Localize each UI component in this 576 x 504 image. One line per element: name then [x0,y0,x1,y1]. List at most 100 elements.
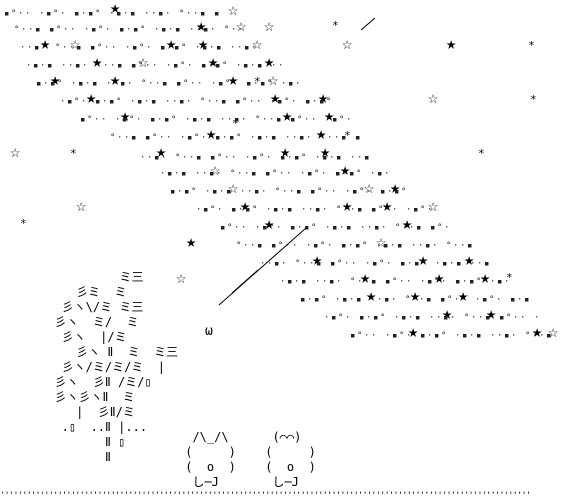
band-dot: · [477,259,483,269]
band-dot: · [471,313,477,323]
band-dot: ▪ [210,153,216,163]
band-dot: ▪ [132,43,138,53]
band-dot: ° [110,133,116,143]
band-dot: ▪ [78,79,84,89]
asterisk-star: * [478,147,485,160]
band-dot: · [219,187,225,197]
band-dot: · [113,79,119,89]
band-dot: ▪ [288,79,294,89]
asterisk-star: * [530,93,537,106]
band-dot: · [69,43,75,53]
band-dot: ▪ [401,313,407,323]
band-dot: ▪ [234,115,240,125]
band-dot: · [412,295,418,305]
filled-star: ★ [92,52,103,72]
band-dot: ▪ [332,223,338,233]
band-dot: ▪ [305,97,311,107]
band-dot: ° [405,295,411,305]
band-dot: ▪ [415,313,421,323]
shooting-star-trail-short [231,269,259,294]
band-dot: ▪ [170,187,176,197]
band-dot: ▪ [329,277,335,287]
filled-star: ★ [166,34,177,54]
band-dot: · [238,205,244,215]
band-dot: · [357,153,363,163]
band-dot: ▪ [192,115,198,125]
band-dot: ▪ [271,133,277,143]
filled-star: ★ [50,70,61,90]
band-dot: · [365,259,371,269]
band-dot: ▪ [307,169,313,179]
band-dot: · [327,241,333,251]
asterisk-star: * [20,217,27,230]
band-dot: · [202,169,208,179]
band-dot: ▪ [187,133,193,143]
band-dot: · [385,331,391,341]
band-dot: ° [97,43,103,53]
filled-star: ★ [464,250,475,270]
band-dot: · [145,61,151,71]
band-dot: · [197,79,203,89]
band-dot: ° [95,9,101,19]
band-dot: ° [356,169,362,179]
band-dot: ▪ [47,61,53,71]
filled-star: ★ [408,322,419,342]
band-dot: · [366,313,372,323]
band-dot: · [199,115,205,125]
band-dot: ▪ [231,205,237,215]
filled-star: ★ [320,142,331,162]
band-dot: · [249,97,255,107]
band-dot: · [189,25,195,35]
band-dot: ▪ [546,331,552,341]
band-dot: · [26,61,32,71]
outline-star: ☆ [76,196,87,216]
filled-star: ★ [156,142,167,162]
band-dot: · [101,115,107,125]
band-dot: ▪ [497,277,503,287]
band-dot: ° [337,259,343,269]
band-dot: · [385,205,391,215]
filled-star: ★ [86,88,97,108]
band-dot: · [208,61,214,71]
band-dot: · [253,79,259,89]
band-dot: ▪ [257,133,263,143]
band-dot: · [287,153,293,163]
band-dot: · [255,223,261,233]
outline-star: ☆ [228,0,239,20]
band-dot: · [357,277,363,287]
band-dot: ° [222,61,228,71]
band-dot: ▪ [90,43,96,53]
band-dot: · [511,331,517,341]
filled-star: ★ [486,304,497,324]
band-dot: ° [259,153,265,163]
band-dot: ° [357,331,363,341]
band-dot: ▪ [504,331,510,341]
band-dot: · [394,313,400,323]
band-dot: · [216,169,222,179]
band-dot: ° [55,43,61,53]
band-dot: ▪ [384,295,390,305]
band-dot: ▪ [364,153,370,163]
band-dot: · [411,241,417,251]
band-dot: · [322,277,328,287]
filled-star: ★ [446,34,457,54]
band-dot: · [160,169,166,179]
band-dot: ° [191,187,197,197]
band-dot: ▪ [202,43,208,53]
band-dot: ▪ [485,313,491,323]
band-dot: · [311,115,317,125]
band-dot: ▪ [397,241,403,251]
filled-star: ★ [480,268,491,288]
outline-star: ☆ [176,268,187,288]
band-dot: · [157,115,163,125]
band-dot: · [159,133,165,143]
filled-star: ★ [280,142,291,162]
band-dot: ▪ [316,259,322,269]
band-dot: · [167,43,173,53]
band-dot: ▪ [400,259,406,269]
band-dot: · [20,43,26,53]
band-dot: · [327,133,333,143]
band-dot: ▪ [214,9,220,19]
band-dot: · [250,241,256,251]
band-dot: ▪ [251,169,257,179]
